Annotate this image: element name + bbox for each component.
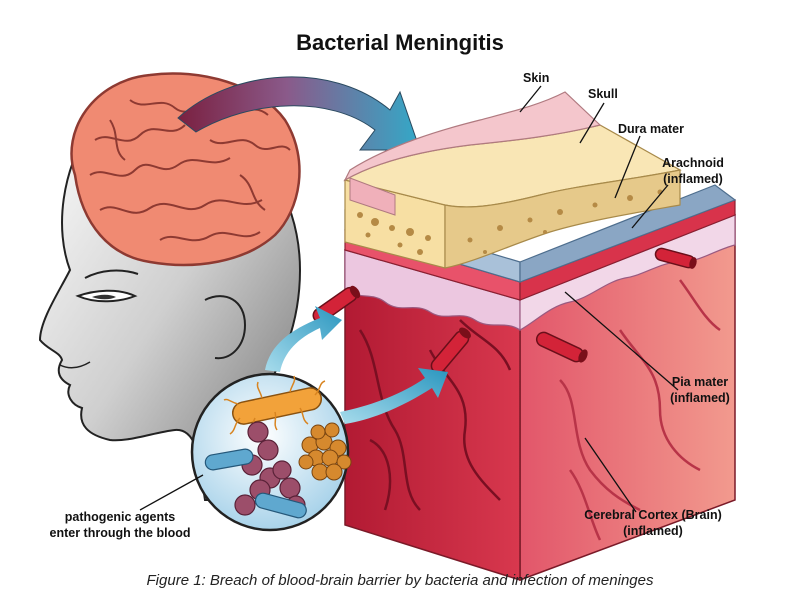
pathogen-arrow-upper xyxy=(265,306,342,372)
label-pia-mater: Pia mater (inflamed) xyxy=(660,374,740,406)
leader-lines xyxy=(139,85,679,513)
label-pathogen-line1: pathogenic agents xyxy=(64,510,176,524)
brain-illustration xyxy=(70,72,301,267)
label-pathogen-line2: enter through the blood xyxy=(49,526,191,540)
label-cortex-line1: Cerebral Cortex (Brain) xyxy=(584,508,722,522)
label-pia-line1: Pia mater xyxy=(671,375,729,389)
diagram-title: Bacterial Meningitis xyxy=(296,30,504,55)
label-cortex-line2: (inflamed) xyxy=(623,524,683,538)
label-arachnoid: Arachnoid (inflamed) xyxy=(648,155,738,187)
label-pathogenic-agents: pathogenic agents enter through the bloo… xyxy=(30,509,210,541)
blood-vessels xyxy=(312,247,697,374)
label-skin: Skin xyxy=(523,71,550,85)
pathogen-arrow-lower xyxy=(340,368,448,424)
label-dura-mater: Dura mater xyxy=(618,122,684,136)
meninges-cross-section xyxy=(312,91,737,582)
pathogen-circle xyxy=(190,372,352,532)
label-cerebral-cortex: Cerebral Cortex (Brain) (inflamed) xyxy=(568,507,738,539)
label-pia-line2: (inflamed) xyxy=(670,391,730,405)
label-arachnoid-line2: (inflamed) xyxy=(663,172,723,186)
label-arachnoid-line1: Arachnoid xyxy=(662,156,724,170)
figure-caption: Figure 1: Breach of blood-brain barrier … xyxy=(146,572,654,589)
label-skull: Skull xyxy=(588,87,618,101)
